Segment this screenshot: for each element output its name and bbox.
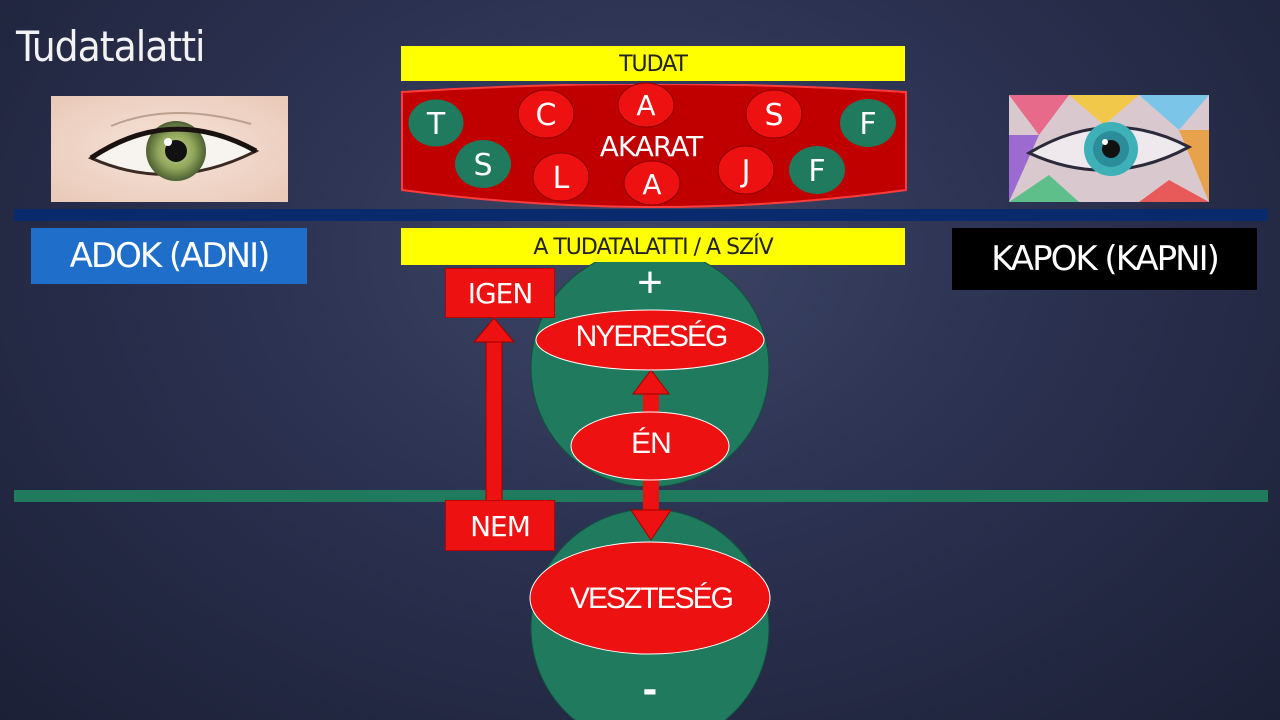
svg-text:C: C <box>536 98 557 133</box>
letter-j-badge: J <box>717 145 775 195</box>
upper-divider-line <box>14 209 1268 221</box>
lower-divider-line <box>14 490 1268 502</box>
svg-text:F: F <box>808 154 825 189</box>
nem-box: NEM <box>445 500 555 551</box>
svg-text:J: J <box>740 154 751 189</box>
svg-text:S: S <box>764 98 783 133</box>
svg-text:S: S <box>473 148 492 183</box>
igen-box: IGEN <box>445 268 555 318</box>
letter-f-top-badge: F <box>840 99 896 147</box>
adok-label: ADOK (ADNI) <box>31 228 307 284</box>
letter-s-badge: S <box>455 140 511 188</box>
kapok-label: KAPOK (KAPNI) <box>952 228 1257 290</box>
up-arrow <box>472 317 516 503</box>
letter-t-badge: T <box>407 98 465 148</box>
plus-sign: + <box>637 258 663 307</box>
concept-ellipses <box>529 309 771 655</box>
akarat-letters: T S C L A A AKARAT S J F F <box>407 82 896 206</box>
natural-eye-image <box>51 96 288 202</box>
tudat-bar: TUDAT <box>401 46 905 81</box>
letter-s-red-badge: S <box>745 89 803 139</box>
svg-text:L: L <box>553 161 570 196</box>
self-label: ÉN <box>631 427 672 460</box>
self-to-loss-arrow <box>630 478 672 541</box>
letter-l-badge: L <box>532 152 590 202</box>
svg-text:T: T <box>426 107 446 142</box>
tudatalatti-bar: A TUDATALATTI / A SZÍV <box>401 228 905 265</box>
self-to-gain-arrow <box>632 369 670 414</box>
svg-text:F: F <box>859 107 876 142</box>
letter-c-badge: C <box>517 89 575 139</box>
mosaic-eye-image <box>1009 95 1209 202</box>
svg-text:A: A <box>636 89 655 122</box>
page-title: Tudatalatti <box>16 22 206 71</box>
letter-a-top-badge: A <box>617 82 675 128</box>
svg-text:A: A <box>642 168 661 201</box>
letter-a-bottom-badge: A <box>623 160 681 206</box>
loss-label: VESZTESÉG <box>569 582 734 615</box>
minus-sign: - <box>642 664 658 713</box>
letter-f-bottom-badge: F <box>789 146 845 194</box>
gain-label: NYERESÉG <box>575 320 729 353</box>
akarat-label: AKARAT <box>600 130 704 163</box>
